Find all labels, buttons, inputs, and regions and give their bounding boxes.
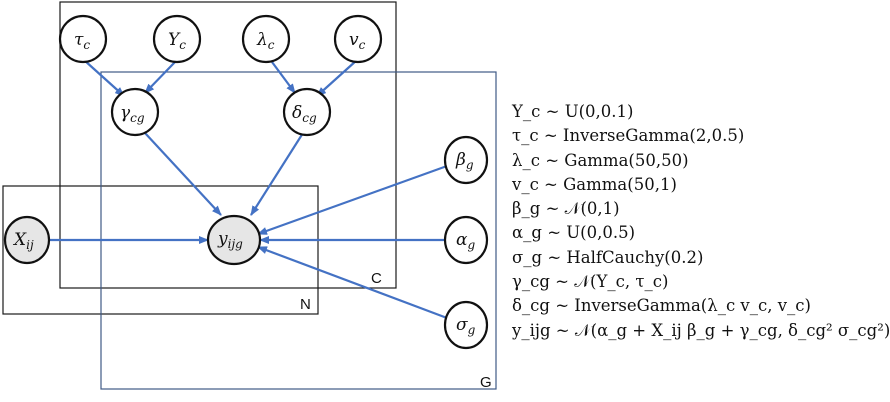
edge-v-to-delta xyxy=(316,59,358,97)
node-delta-cg: δcg xyxy=(282,87,332,137)
equation-tau-c: τ_c ~ InverseGamma(2,0.5) xyxy=(512,126,745,146)
plate-c-label: C xyxy=(371,270,382,287)
node-sigma-g: σg xyxy=(443,300,489,350)
node-y-c: Yc xyxy=(152,14,202,64)
node-alpha-g: αg xyxy=(443,215,489,265)
equation-gamma-cg: γ_cg ~ 𝒩(Y_c, τ_c) xyxy=(512,272,669,292)
equation-y-ijg: y_ijg ~ 𝒩(α_g + X_ij β_g + γ_cg, δ_cg² σ… xyxy=(512,320,890,340)
node-lambda-c: λc xyxy=(241,14,291,64)
equation-v-c: v_c ~ Gamma(50,1) xyxy=(512,174,677,194)
equation-alpha-g: α_g ~ U(0,0.5) xyxy=(512,223,636,243)
edges xyxy=(49,59,448,320)
edge-y-to-gamma xyxy=(144,61,176,94)
edge-tau-to-gamma xyxy=(83,59,125,97)
edge-sigma-to-y xyxy=(257,245,448,320)
plate-n-label: N xyxy=(300,296,311,313)
edge-beta-to-y xyxy=(257,164,448,236)
node-v-c: vc xyxy=(333,14,383,64)
equation-beta-g: β_g ~ 𝒩(0,1) xyxy=(512,199,620,219)
edge-delta-to-y xyxy=(250,132,304,216)
equation-delta-cg: δ_cg ~ InverseGamma(λ_c v_c, v_c) xyxy=(512,296,811,316)
plate-g xyxy=(100,71,497,390)
node-beta-g: βg xyxy=(443,135,489,185)
node-y-ijg: yijg xyxy=(206,214,262,266)
edge-gamma-to-y xyxy=(144,132,222,216)
equation-y-c: Y_c ~ U(0,0.1) xyxy=(512,102,634,121)
prior-equations: Y_c ~ U(0,0.1) τ_c ~ InverseGamma(2,0.5)… xyxy=(512,100,890,343)
node-gamma-cg: γcg xyxy=(110,87,160,137)
equation-lambda-c: λ_c ~ Gamma(50,50) xyxy=(512,150,689,170)
plate-c xyxy=(59,1,397,289)
node-x-ij: Xij xyxy=(3,215,51,265)
graphical-model-figure: C N G τc Yc λc xyxy=(2,1,890,391)
plate-diagram: C N G τc Yc λc xyxy=(2,1,497,391)
plate-n xyxy=(2,185,319,315)
plate-g-label: G xyxy=(480,374,492,391)
edge-lambda-to-delta xyxy=(271,61,296,94)
equation-sigma-g: σ_g ~ HalfCauchy(0.2) xyxy=(512,247,704,267)
node-tau-c: τc xyxy=(58,14,108,64)
